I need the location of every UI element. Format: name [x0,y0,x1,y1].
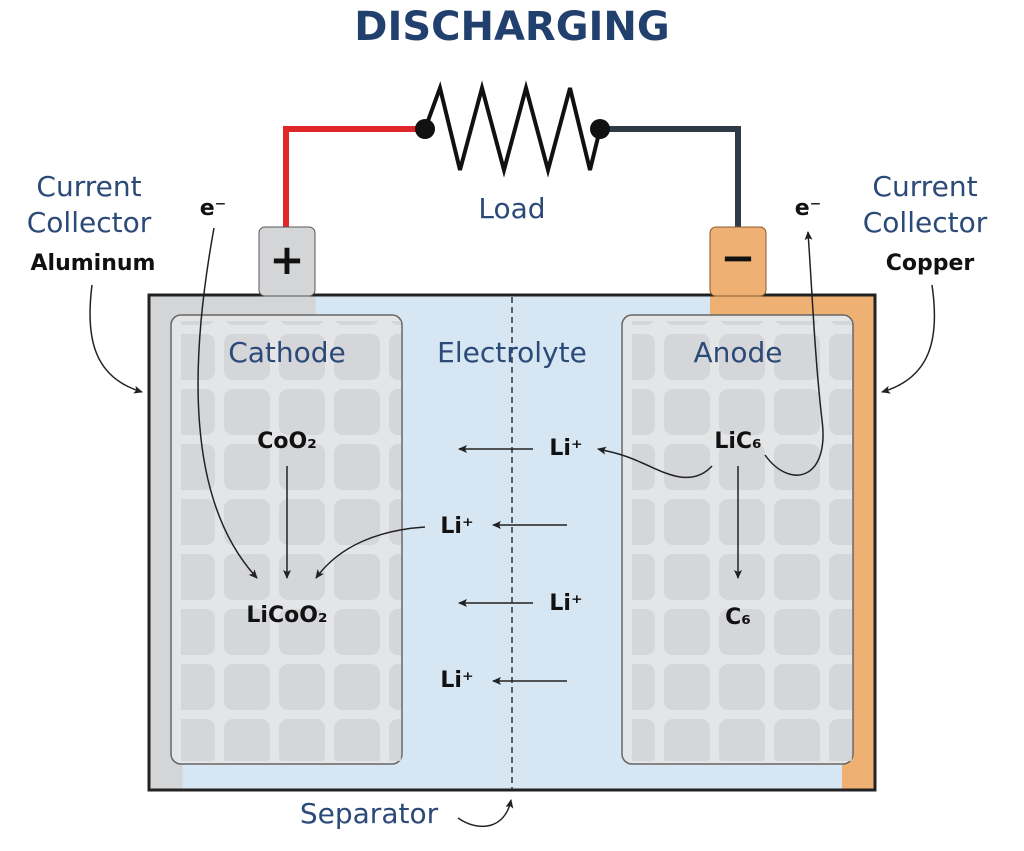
cathode-label: Cathode [228,336,346,369]
resistor-left-node [415,119,435,139]
load-label: Load [478,192,545,225]
battery-casing-border [147,293,877,792]
positive-wire [283,126,425,228]
right-collector-pointer-arrow [881,284,936,394]
cathode-product: LiCoO₂ [246,603,327,628]
right-collector-material: Copper [886,251,975,276]
li-ion-label: Li⁺ [549,591,582,616]
positive-terminal-sign: + [269,235,304,284]
positive-terminal [258,226,316,297]
electron-from-anode-arrow [764,231,824,476]
left-collector-material: Aluminum [31,251,156,276]
electron-label-right: e⁻ [795,196,822,221]
left-collector-line1: Current [36,170,141,203]
copper-collector-top [710,296,874,319]
electron-label-left: e⁻ [200,196,227,221]
anode-label: Anode [693,336,782,369]
separator-pointer-arrow [457,799,514,828]
separator-label: Separator [300,797,439,830]
negative-terminal [709,226,767,297]
li-ion-to-cathode-arrow [315,526,426,579]
li-ion-from-anode-arrow [597,446,713,479]
electrolyte-label: Electrolyte [437,336,587,369]
left-collector-line2: Collector [27,206,152,239]
anode-product: C₆ [725,605,751,630]
negative-wire [600,126,741,228]
right-collector-line1: Current [872,170,977,203]
cathode-reactant: CoO₂ [257,429,317,454]
cathode-grid [181,321,401,761]
electron-to-cathode-arrow [197,227,258,579]
anode-reactant: LiC₆ [714,429,761,454]
resistor-right-node [590,119,610,139]
left-collector-pointer-arrow [89,284,143,394]
li-ion-label: Li⁺ [440,668,473,693]
diagram-title: DISCHARGING [354,4,670,50]
negative-terminal-sign: − [720,233,755,282]
li-ion-label: Li⁺ [549,436,582,461]
right-collector-line2: Collector [863,206,988,239]
aluminum-collector-top [150,296,316,319]
li-ion-label: Li⁺ [440,514,473,539]
resistor-icon [423,80,602,178]
anode-grid [632,321,852,761]
